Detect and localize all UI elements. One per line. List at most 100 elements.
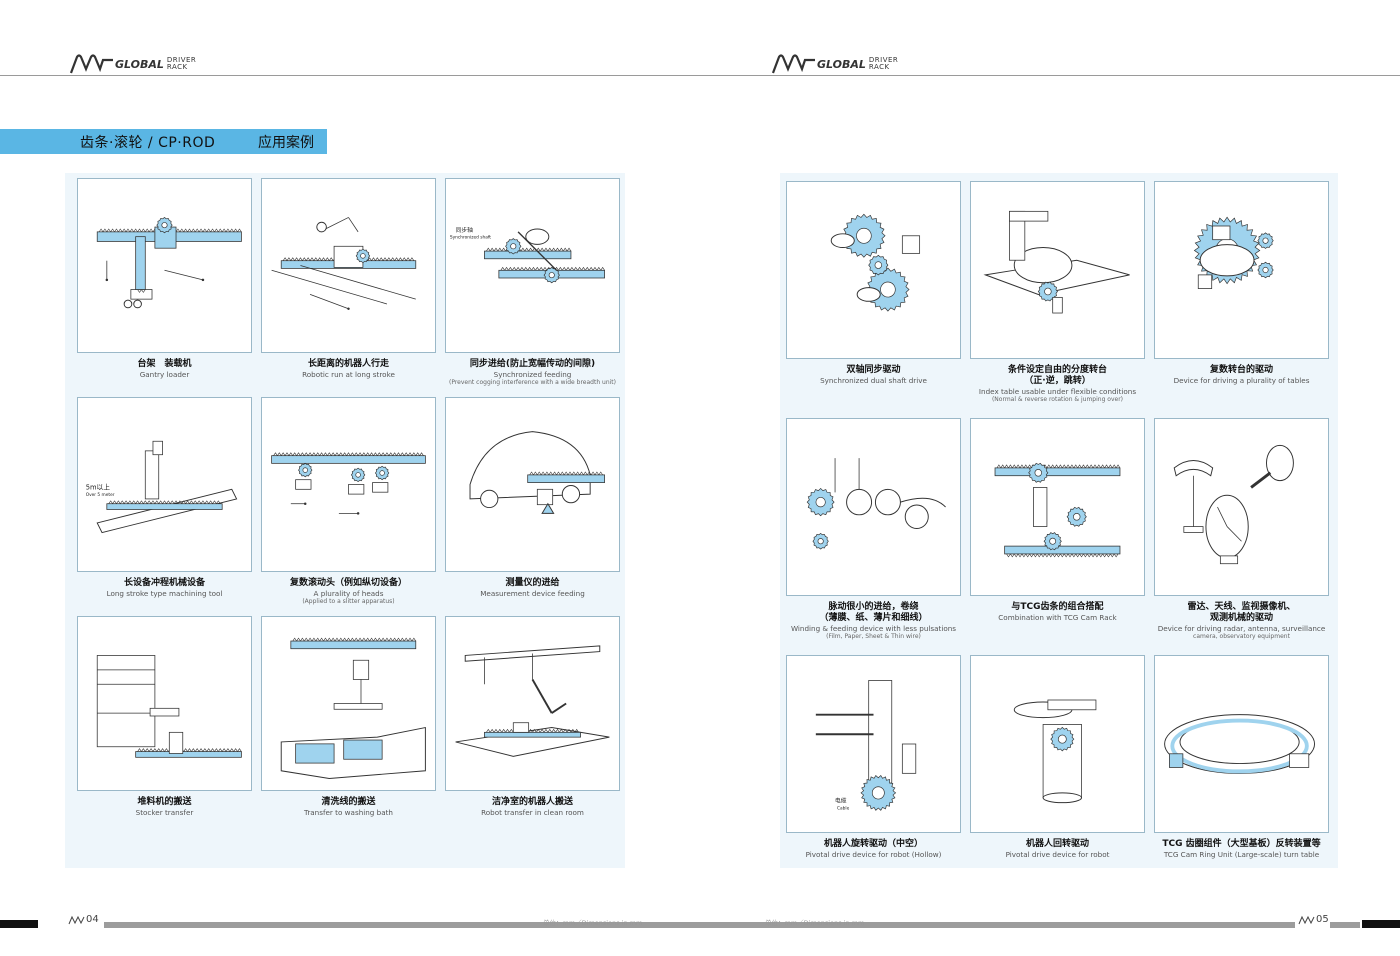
cam-ring-unit-illustration <box>1154 655 1329 833</box>
caption-english: Robotic run at long stroke <box>302 370 395 379</box>
brand-sub-1: DRIVER <box>166 56 197 64</box>
caption-english: (Applied to a slitter apparatus) <box>302 598 395 605</box>
left-page-number-text: 04 <box>86 914 99 925</box>
caption-english: Device for driving radar, antenna, surve… <box>1157 624 1326 633</box>
section-title: 齿条·滚轮 / CP·ROD <box>80 134 216 151</box>
svg-text:5m以上: 5m以上 <box>86 482 111 491</box>
caption-english: Stocker transfer <box>135 808 194 817</box>
caption-chinese: 观测机械的驱动 <box>1209 613 1273 623</box>
caption-english: Gantry loader <box>139 370 190 379</box>
robot-long-stroke-illustration <box>261 178 436 353</box>
caption-chinese: 条件设定自由的分度转台 <box>1007 365 1107 375</box>
case-caption: 复数滚动头（例如纵切设备）A plurality of heads(Applie… <box>255 578 442 606</box>
section-subtitle: 应用案例 <box>258 134 314 151</box>
caption-chinese: 台架 装载机 <box>137 359 192 369</box>
svg-text:Over 5 meter: Over 5 meter <box>86 492 115 498</box>
winding-feeding-illustration <box>786 418 961 596</box>
caption-chinese: 与TCG齿条的组合搭配 <box>1011 602 1104 612</box>
svg-text:Cable: Cable <box>837 805 850 811</box>
section-title-bar: 齿条·滚轮 / CP·ROD 应用案例 <box>0 129 327 154</box>
wave-logo-icon <box>70 54 113 74</box>
caption-english: TCG Cam Ring Unit (Large-scale) turn tab… <box>1163 850 1320 859</box>
caption-english: camera, observatory equipment <box>1193 633 1290 640</box>
robot-pivot-illustration <box>970 655 1145 833</box>
caption-chinese: 同步进给(防止宽幅传动的间隙) <box>469 359 596 369</box>
svg-text:同步轴: 同步轴 <box>456 226 473 234</box>
right-footer-bar <box>700 920 1400 928</box>
caption-chinese: 堆料机的搬送 <box>137 797 192 807</box>
caption-english: Robot transfer in clean room <box>481 808 584 817</box>
case-card: 条件设定自由的分度转台（正·逆，跳转）Index table usable un… <box>970 181 1145 403</box>
page-wave-icon <box>1298 915 1315 924</box>
header-rule-right <box>700 75 1400 76</box>
caption-english: (Normal & reverse rotation & jumping ove… <box>991 396 1124 403</box>
caption-chinese: 雷达、天线、监视摄像机、 <box>1187 602 1296 612</box>
caption-english: (Film, Paper, Sheet & Thin wire) <box>826 633 921 640</box>
caption-chinese: 双轴同步驱动 <box>846 365 901 375</box>
brand-sub-2: RACK <box>166 63 188 71</box>
header-rule <box>0 75 700 76</box>
svg-text:电缆: 电缆 <box>835 797 847 805</box>
left-page-number: 04 <box>68 914 99 925</box>
caption-english: Transfer to washing bath <box>303 808 393 817</box>
caption-chinese: 机器人旋转驱动（中空） <box>823 839 923 849</box>
caption-chinese: 测量仪的进给 <box>505 578 560 588</box>
clean-room-robot-illustration <box>445 616 620 791</box>
dual-shaft-illustration <box>786 181 961 359</box>
caption-english: Synchronized dual shaft drive <box>820 376 927 385</box>
brand-sub: DRIVER RACK <box>869 57 898 71</box>
svg-text:Synchronized shaft: Synchronized shaft <box>450 235 491 241</box>
footer-grey-stripe-short <box>1330 922 1360 928</box>
radar-antenna-illustration <box>1154 418 1329 596</box>
plurality-tables-illustration <box>1154 181 1329 359</box>
footer-grey-stripe <box>104 922 700 928</box>
case-card: 复数滚动头（例如纵切设备）A plurality of heads(Applie… <box>261 397 436 612</box>
footer-dark-block <box>1362 920 1400 928</box>
right-page-number-text: 05 <box>1316 914 1329 925</box>
caption-chinese: 复数转台的驱动 <box>1209 365 1273 375</box>
case-caption: 同步进给(防止宽幅传动的间隙)Synchronized feeding(Prev… <box>439 359 626 387</box>
caption-chinese: TCG 齿圈组件（大型基板）反转装置等 <box>1162 839 1321 849</box>
brand-name: GLOBAL <box>817 57 866 71</box>
footer-grey-stripe <box>700 922 1295 928</box>
caption-chinese: 洁净室的机器人搬送 <box>491 797 573 807</box>
caption-english: Device for driving a plurality of tables <box>1173 376 1310 385</box>
caption-english: Measurement device feeding <box>480 589 585 598</box>
tcg-cam-rack-illustration <box>970 418 1145 596</box>
caption-english: A plurality of heads <box>313 589 384 598</box>
right-unit-note: 单位：mm／Dimensions in mm <box>765 919 865 927</box>
brand-sub: DRIVER RACK <box>167 57 196 71</box>
caption-chinese: （薄膜、纸、薄片和细线） <box>819 613 928 623</box>
brand-logo-right: GLOBAL DRIVER RACK <box>772 52 898 76</box>
measurement-device-illustration <box>445 397 620 572</box>
brand-logo: GLOBAL DRIVER RACK <box>70 52 196 76</box>
caption-chinese: （正·逆，跳转） <box>1024 376 1091 386</box>
caption-chinese: 脉动很小的进给，卷绕 <box>828 602 919 612</box>
plurality-heads-illustration <box>261 397 436 572</box>
caption-chinese: 长距离的机器人行走 <box>307 359 389 369</box>
right-page-number: 05 <box>1298 914 1329 925</box>
caption-chinese: 复数滚动头（例如纵切设备） <box>289 578 407 588</box>
caption-english: Long stroke type machining tool <box>106 589 223 598</box>
wave-logo-icon <box>772 54 815 74</box>
left-unit-note: 单位：mm／Dimensions in mm <box>543 919 643 927</box>
